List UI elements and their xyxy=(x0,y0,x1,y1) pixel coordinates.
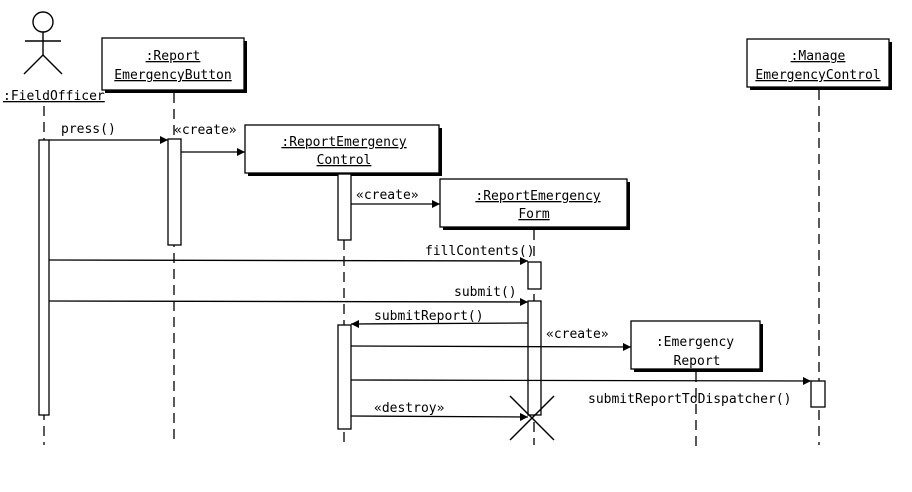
stick-figure-icon xyxy=(23,11,63,75)
message-press: press() xyxy=(49,122,168,144)
object-label-line2: Report xyxy=(674,354,721,369)
message-submit: submit() xyxy=(48,285,529,306)
activation-field-officer xyxy=(38,139,50,416)
message-label: submitReport() xyxy=(374,309,484,324)
object-label-line2: Control xyxy=(317,153,372,168)
message-destroy: «destroy» xyxy=(350,401,529,421)
activation-report-form-submit xyxy=(527,300,542,416)
object-manage-emergency-control: :Manage EmergencyControl xyxy=(746,38,892,90)
object-report-emergency-control: :ReportEmergency Control xyxy=(244,124,442,176)
message-create-report: «create» xyxy=(350,327,632,351)
object-label-line2: EmergencyControl xyxy=(755,68,880,83)
object-label-line1: :ReportEmergency xyxy=(475,189,600,204)
activation-report-button xyxy=(167,138,182,246)
message-label: «create» xyxy=(174,123,237,138)
message-fill-contents: fillContents() xyxy=(48,244,535,265)
message-label: submitReportToDispatcher() xyxy=(588,392,792,407)
object-label-line1: :Emergency xyxy=(656,335,734,350)
message-label: «destroy» xyxy=(374,401,445,416)
object-label-line1: :Manage xyxy=(791,49,846,64)
activation-report-control-2 xyxy=(337,324,352,430)
object-label-line1: :Report xyxy=(146,49,201,64)
activation-report-form-fill xyxy=(527,261,542,290)
message-label: «create» xyxy=(356,188,419,203)
actor-field-officer: :FieldOfficer xyxy=(3,11,105,104)
activation-report-control-1 xyxy=(337,173,352,241)
message-create-form: «create» xyxy=(351,188,440,208)
activation-manage-control xyxy=(810,380,826,408)
message-create-control: «create» xyxy=(174,123,245,156)
message-submit-report: submitReport() xyxy=(350,309,529,328)
actor-label: :FieldOfficer xyxy=(3,89,105,104)
object-emergency-report: :Emergency Report xyxy=(630,320,763,372)
message-label: fillContents() xyxy=(425,244,535,259)
message-label: submit() xyxy=(454,285,517,300)
object-label-line2: Form xyxy=(518,207,549,222)
object-report-emergency-button: :Report EmergencyButton xyxy=(101,37,247,93)
object-report-emergency-form: :ReportEmergency Form xyxy=(439,178,630,230)
object-label-line1: :ReportEmergency xyxy=(281,135,406,150)
message-label: «create» xyxy=(546,327,609,342)
message-submit-to-dispatcher: submitReportToDispatcher() xyxy=(350,376,812,407)
object-label-line2: EmergencyButton xyxy=(114,68,231,83)
message-label: press() xyxy=(61,122,116,137)
destroy-x-icon xyxy=(509,395,555,441)
